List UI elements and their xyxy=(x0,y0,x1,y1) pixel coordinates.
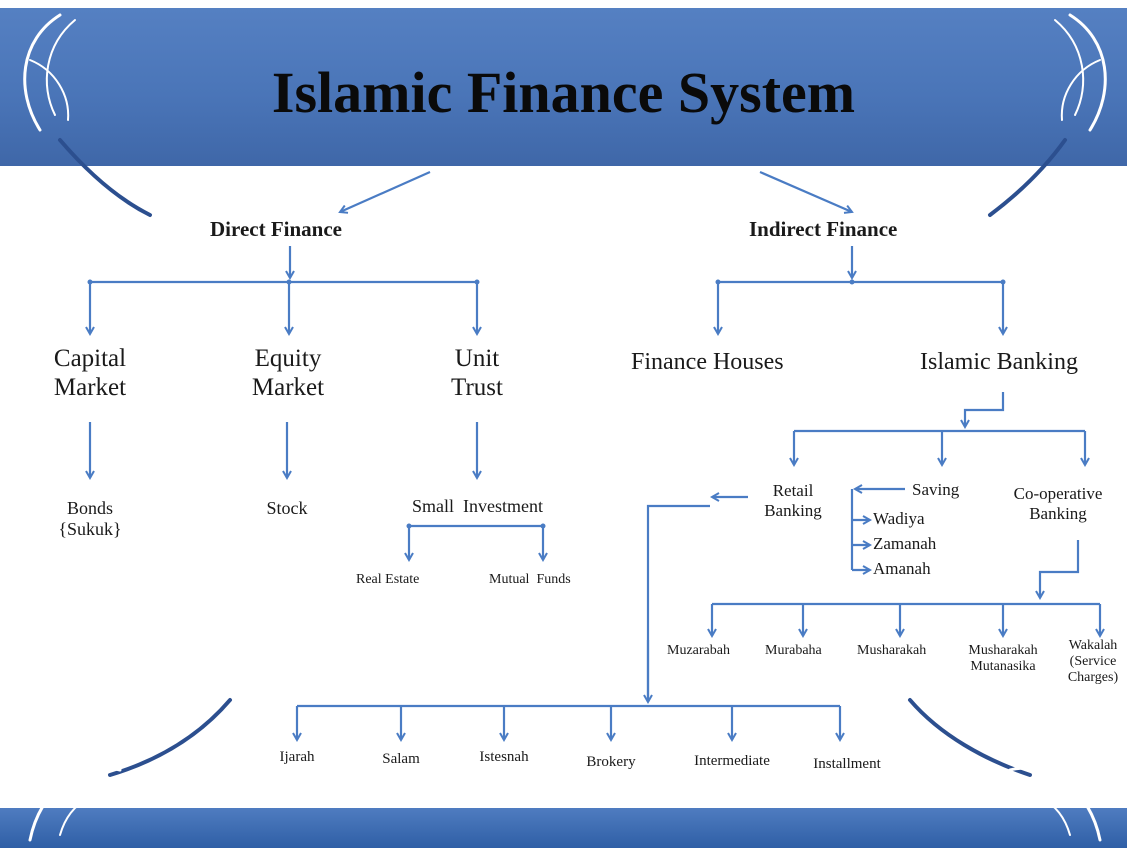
arrow-title-to-indirect xyxy=(759,170,852,212)
node-dot xyxy=(849,279,855,285)
capital-market-node: Capital Market xyxy=(40,345,140,403)
retail-connector xyxy=(646,504,710,702)
footer-bar xyxy=(0,808,1127,848)
amanah-node: Amanah xyxy=(873,559,931,578)
unit-trust-line2: Trust xyxy=(451,373,503,401)
equity-market-node: Equity Market xyxy=(238,345,338,403)
wakalah-line3: Charges) xyxy=(1067,670,1119,686)
stock-node: Stock xyxy=(266,498,308,518)
arrow-cooperative-down xyxy=(1040,540,1080,598)
mutual-funds-node: Mutual Funds xyxy=(489,572,571,587)
capital-market-line1: Capital xyxy=(53,345,127,372)
arrow-title-to-direct xyxy=(340,170,431,212)
swirl-ornament-top-left xyxy=(23,13,152,217)
retail-banking-line2: Banking xyxy=(764,500,822,520)
brokery-node: Brokery xyxy=(586,754,636,770)
salam-node: Salam xyxy=(382,751,420,767)
musharakah-mutanasika-node: Musharakah Mutanasika xyxy=(956,643,1050,675)
swirl-ornament-bottom-left xyxy=(9,698,232,842)
small-investment-node: Small Investment xyxy=(412,496,543,516)
saving-node: Saving xyxy=(912,480,960,499)
wakalah-node: Wakalah (Service Charges) xyxy=(1060,638,1126,686)
unit-trust-node: Unit Trust xyxy=(437,345,517,403)
direct-finance-label: Direct Finance xyxy=(210,217,342,241)
equity-market-line2: Market xyxy=(251,373,325,401)
swirl-ornament-top-right xyxy=(988,13,1107,217)
retail-banking-node: Retail Banking xyxy=(748,481,838,520)
ijarah-node: Ijarah xyxy=(279,749,315,765)
musharakah-node: Musharakah xyxy=(857,643,927,658)
wadiya-node: Wadiya xyxy=(873,509,925,528)
musharakah-mutanasika-line2: Mutanasika xyxy=(970,659,1036,675)
islamic-banking-node: Islamic Banking xyxy=(920,349,1078,375)
musharakah-mutanasika-line1: Musharakah xyxy=(968,643,1038,658)
bonds-line2: {Sukuk} xyxy=(58,518,122,539)
intermediate-node: Intermediate xyxy=(694,753,770,769)
equity-market-line1: Equity xyxy=(254,345,322,372)
installment-node: Installment xyxy=(813,756,881,772)
title-banner xyxy=(0,8,1127,166)
cooperative-line2: Banking xyxy=(1029,503,1087,523)
wakalah-line2: (Service xyxy=(1069,654,1117,670)
bonds-line1: Bonds xyxy=(66,498,113,518)
real-estate-node: Real Estate xyxy=(356,572,420,587)
zamanah-node: Zamanah xyxy=(873,534,937,553)
indirect-finance-label: Indirect Finance xyxy=(749,217,898,241)
istesnah-node: Istesnah xyxy=(479,749,529,765)
page-title: Islamic Finance System xyxy=(271,60,856,125)
bonds-node: Bonds {Sukuk} xyxy=(45,498,135,539)
muzarabah-node: Muzarabah xyxy=(667,643,730,658)
wakalah-line1: Wakalah xyxy=(1068,638,1118,653)
cooperative-line1: Co-operative xyxy=(1013,484,1103,503)
unit-trust-line1: Unit xyxy=(454,345,500,372)
cooperative-banking-node: Co-operative Banking xyxy=(1003,484,1113,523)
retail-banking-line1: Retail xyxy=(772,481,814,500)
capital-market-line2: Market xyxy=(53,373,127,401)
arrow-islamic-banking-down xyxy=(965,392,1005,427)
finance-houses-node: Finance Houses xyxy=(631,349,784,375)
murabaha-node: Murabaha xyxy=(765,643,822,658)
swirl-ornament-bottom-right xyxy=(908,698,1121,842)
